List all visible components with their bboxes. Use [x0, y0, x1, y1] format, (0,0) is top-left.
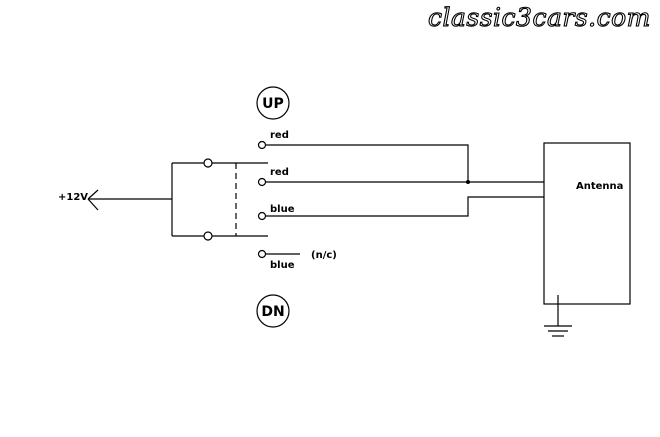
switch-pivot-bottom [203, 231, 213, 241]
down-label: DN [261, 304, 284, 320]
wire-blue-1 [265, 196, 545, 217]
wire-label-blue-1: blue [270, 204, 295, 215]
wire-junction [466, 180, 470, 184]
switch-bus [171, 162, 204, 237]
up-circle [256, 86, 290, 120]
supply-label: +12V [58, 192, 88, 203]
terminal-blue-2 [257, 249, 267, 259]
terminal-red-1 [257, 140, 267, 150]
terminal-red-2 [257, 177, 267, 187]
watermark-logo: classic3cars.com [428, 3, 651, 32]
antenna-label: Antenna [576, 181, 623, 192]
supply-arrow [87, 189, 172, 211]
down-circle [256, 294, 290, 328]
wire-label-red-2: red [270, 167, 289, 178]
terminal-blue-1 [257, 211, 267, 221]
switch-pivot-top [203, 158, 213, 168]
not-connected-label: (n/c) [311, 250, 337, 261]
up-label: UP [262, 96, 284, 112]
wire-red-1 [265, 144, 469, 182]
antenna-box [543, 142, 631, 305]
wire-label-blue-2: blue [270, 260, 295, 271]
ground-icon [544, 295, 572, 337]
wire-label-red-1: red [270, 130, 289, 141]
